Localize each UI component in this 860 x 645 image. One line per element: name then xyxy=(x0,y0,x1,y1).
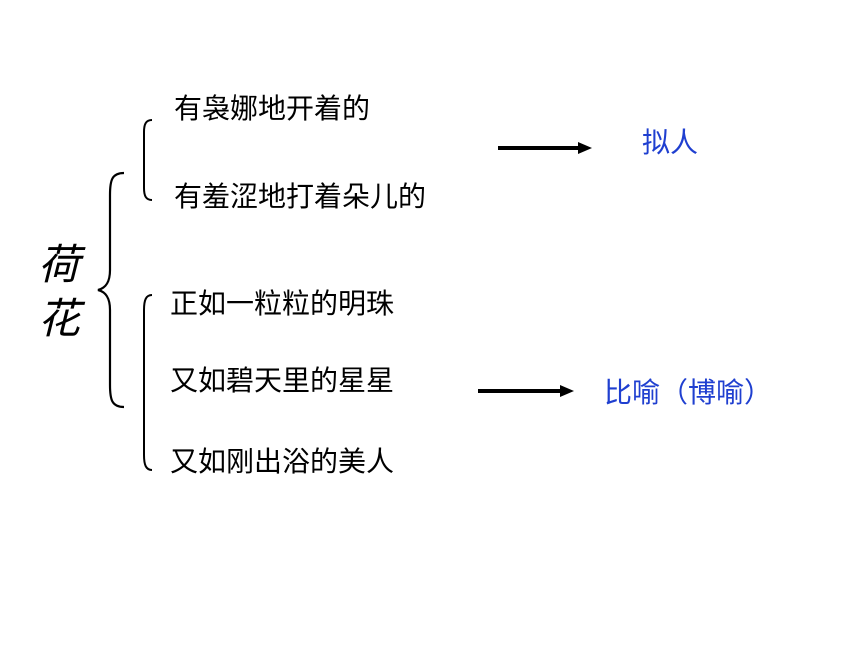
group-2-brace xyxy=(143,294,153,471)
group-2-item-3: 又如刚出浴的美人 xyxy=(170,445,395,478)
root-label-line-2: 花 xyxy=(38,294,81,343)
group-2-item-2: 又如碧天里的星星 xyxy=(170,364,395,397)
group-2-item-1: 正如一粒粒的明珠 xyxy=(170,287,395,320)
root-label: 荷 花 xyxy=(38,238,98,346)
main-brace xyxy=(97,171,125,409)
group-1-item-1: 有袅娜地开着的 xyxy=(174,92,371,125)
group-2-result: 比喻（博喻） xyxy=(604,376,773,409)
group-1-brace xyxy=(143,119,153,201)
group-1-item-2: 有羞涩地打着朵儿的 xyxy=(174,180,427,213)
root-label-line-1: 荷 xyxy=(38,240,81,289)
arrow-1 xyxy=(498,142,592,154)
group-1-result: 拟人 xyxy=(642,126,699,159)
arrow-2 xyxy=(478,385,574,397)
